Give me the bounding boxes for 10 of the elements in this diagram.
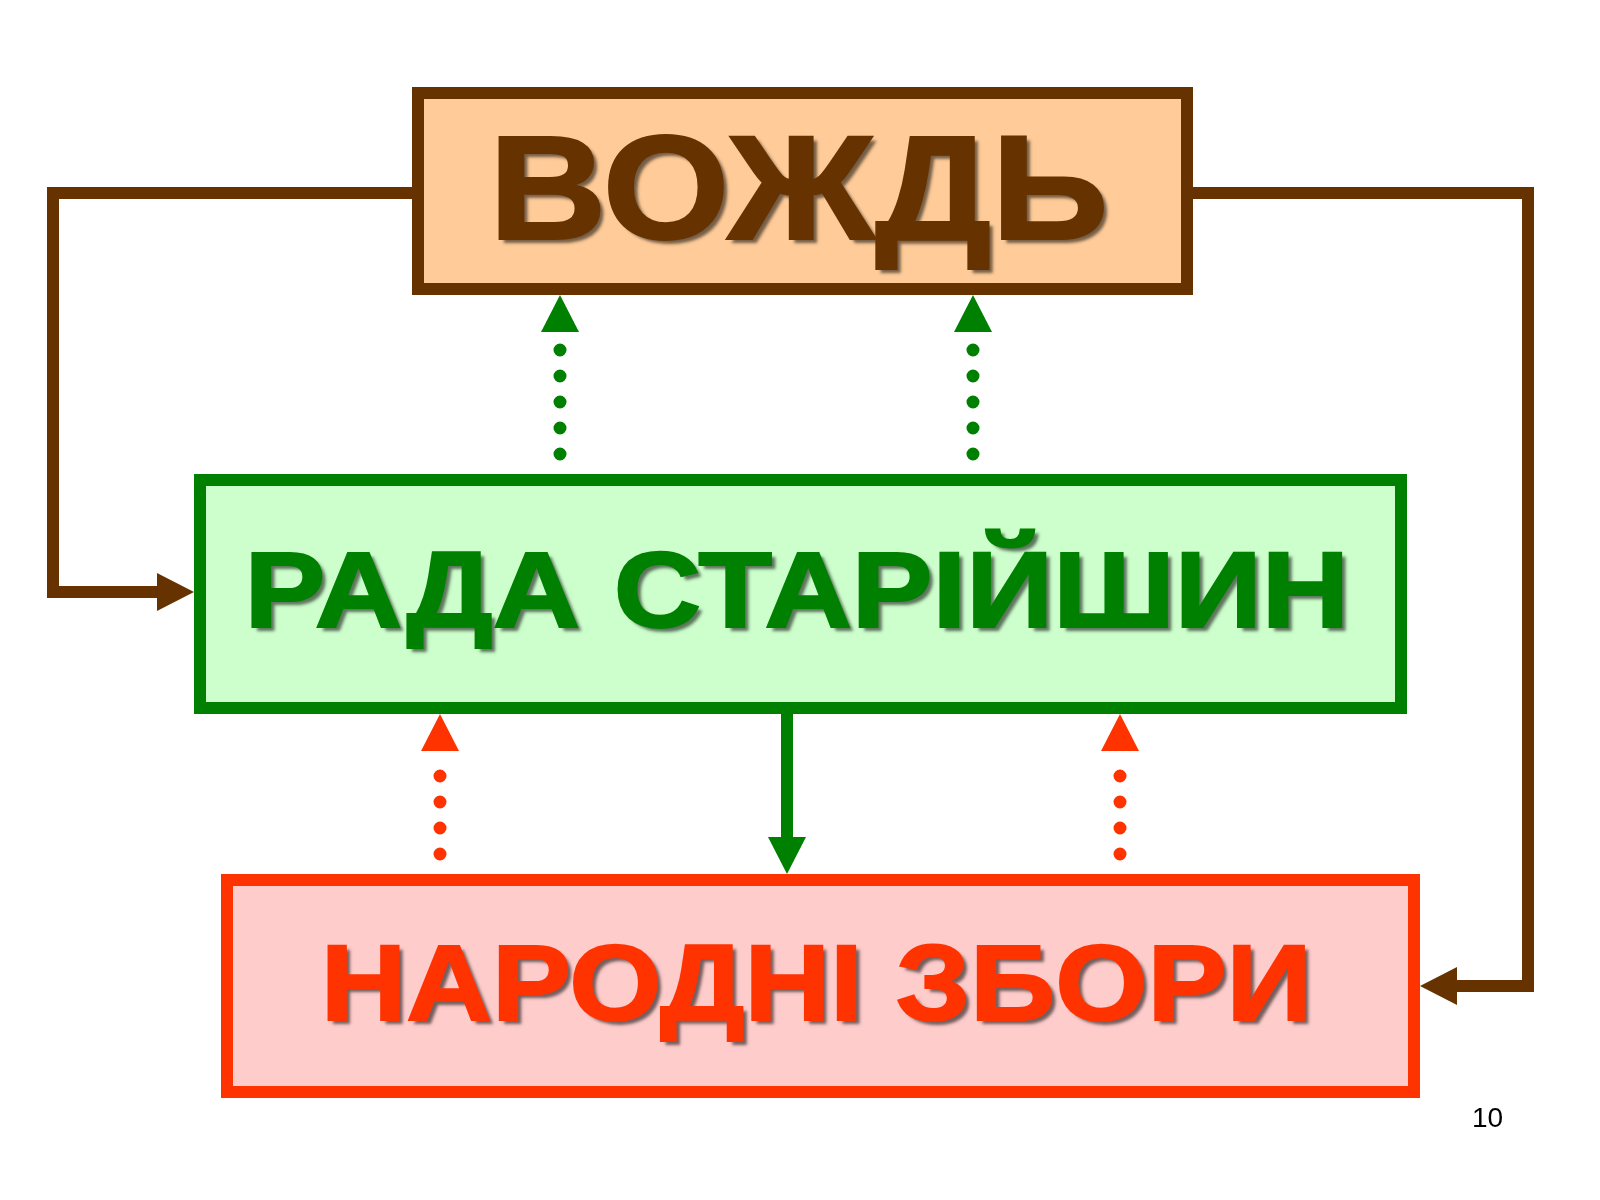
box-label: ВОЖДЬ	[487, 103, 1110, 272]
arrow	[1193, 187, 1534, 1005]
page-number: 10	[1472, 1102, 1504, 1135]
process-box	[194, 474, 1407, 714]
arrow	[47, 187, 412, 611]
box-label: НАРОДНІ ЗБОРИ	[320, 920, 1314, 1045]
process-box	[221, 874, 1420, 1098]
box-label: РАДА СТАРІЙШИН	[243, 528, 1350, 653]
arrow	[768, 714, 806, 874]
process-box	[412, 87, 1193, 295]
